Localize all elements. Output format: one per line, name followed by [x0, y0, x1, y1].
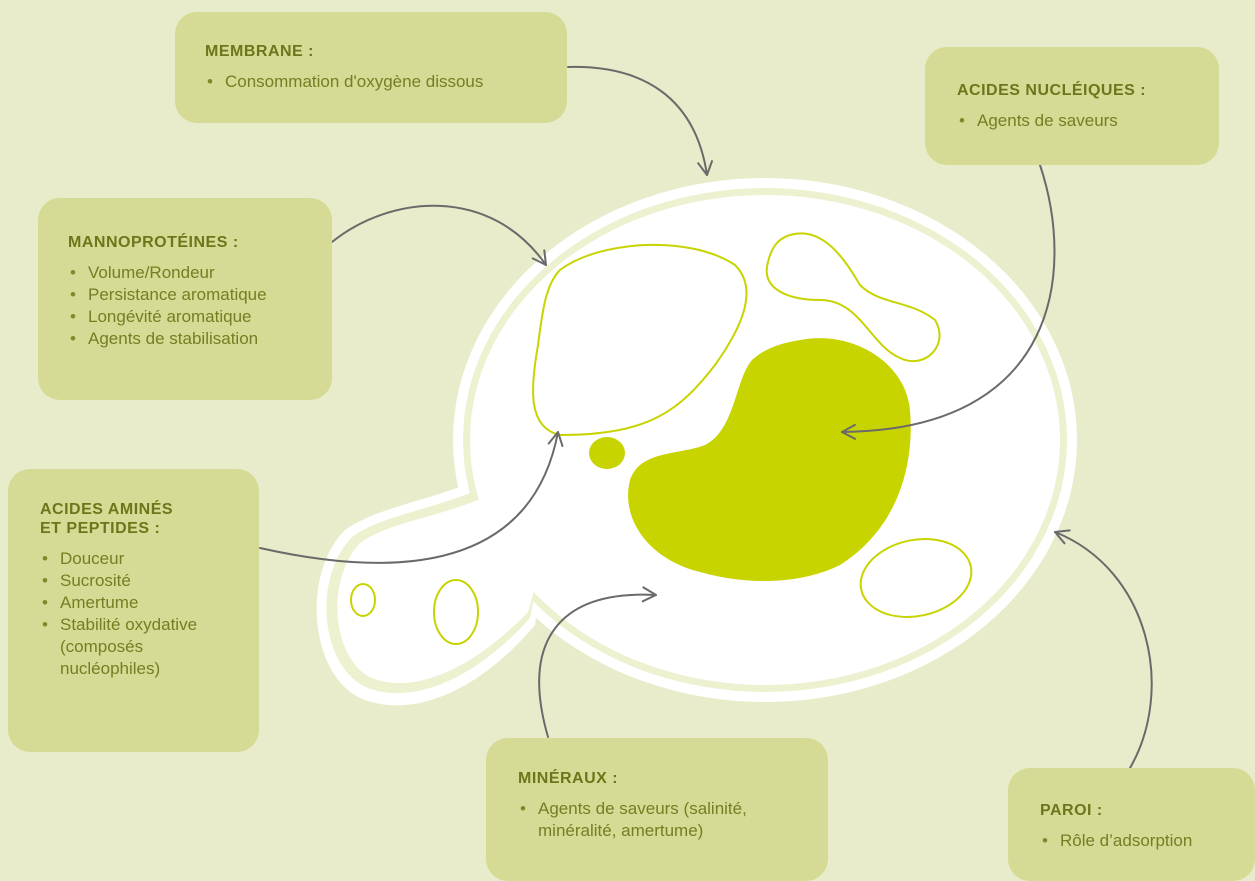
- list-item: Volume/Rondeur: [68, 262, 312, 284]
- acides-nucleiques-box: ACIDES NUCLÉIQUES : Agents de saveurs: [925, 47, 1219, 165]
- paroi-title: PAROI :: [1040, 802, 1103, 819]
- list-item: Consommation d'oxygène dissous: [205, 71, 539, 93]
- acides-amines-box: ACIDES AMINÉS ET PEPTIDES : Douceur Sucr…: [8, 469, 259, 752]
- organelle-bud-right: [433, 579, 479, 645]
- arrow-acides-nucleiques: [841, 164, 1056, 440]
- membrane-box: MEMBRANE : Consommation d'oxygène dissou…: [175, 12, 567, 123]
- vacuole-left: [531, 243, 748, 437]
- list-item: Agents de saveurs: [957, 110, 1199, 132]
- paroi-list: Rôle d’adsorption: [1040, 830, 1241, 852]
- mineraux-box: MINÉRAUX : Agents de saveurs (salinité, …: [486, 738, 828, 881]
- arrows: [259, 65, 1153, 769]
- small-vesicle: [589, 437, 625, 469]
- list-item: Sucrosité: [40, 570, 247, 592]
- figure-eight-organelle: [765, 232, 941, 363]
- mineraux-title: MINÉRAUX :: [518, 770, 619, 787]
- list-item: Persistance aromatique: [68, 284, 312, 306]
- acides-amines-title: ACIDES AMINÉS ET PEPTIDES :: [40, 501, 174, 537]
- list-item: Rôle d’adsorption: [1040, 830, 1241, 852]
- arrow-mannoproteines: [331, 204, 547, 266]
- organelle-lower-right: [859, 538, 973, 618]
- mannoproteines-list: Volume/Rondeur Persistance aromatique Lo…: [68, 262, 312, 350]
- list-item: Agents de saveurs (salinité, minéralité,…: [518, 798, 812, 842]
- list-item: Amertume: [40, 592, 247, 614]
- list-item: Longévité aromatique: [68, 306, 312, 328]
- organelles: [350, 232, 973, 645]
- arrow-acides-amines: [259, 431, 564, 564]
- mannoproteines-title: MANNOPROTÉINES :: [68, 234, 239, 251]
- membrane-title: MEMBRANE :: [205, 43, 314, 60]
- acides-amines-list: Douceur Sucrosité Amertume Stabilité oxy…: [40, 548, 247, 680]
- nucleus: [628, 338, 911, 582]
- cell-wall: [316, 178, 1077, 706]
- mineraux-list: Agents de saveurs (salinité, minéralité,…: [518, 798, 812, 842]
- acides-nucleiques-title: ACIDES NUCLÉIQUES :: [957, 82, 1147, 99]
- acides-nucleiques-list: Agents de saveurs: [957, 110, 1199, 132]
- list-item: Agents de stabilisation: [68, 328, 312, 350]
- arrow-membrane: [567, 65, 713, 176]
- mannoproteines-box: MANNOPROTÉINES : Volume/Rondeur Persista…: [38, 198, 332, 400]
- list-item: Douceur: [40, 548, 247, 570]
- membrane-list: Consommation d'oxygène dissous: [205, 71, 539, 93]
- paroi-box: PAROI : Rôle d’adsorption: [1008, 768, 1255, 881]
- arrow-mineraux: [538, 586, 657, 738]
- organelle-bud-left: [350, 583, 376, 617]
- list-item: Stabilité oxydative (composés nucléophil…: [40, 614, 247, 680]
- arrow-paroi: [1054, 529, 1153, 769]
